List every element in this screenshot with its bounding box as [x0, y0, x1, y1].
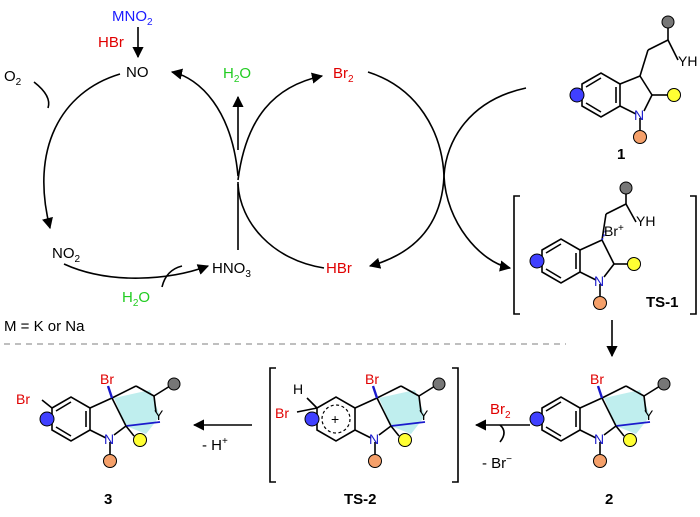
ts2-br-ring-label: Br [275, 405, 289, 421]
substrate-entry-arc [443, 87, 527, 177]
h-byproduct-label: - H+ [202, 436, 228, 454]
ts2-structure: + H Br N Br Y [275, 371, 446, 468]
hno3-label: HNO3 [212, 260, 251, 280]
compound-2: N Br Y [529, 371, 671, 468]
c3-n-atom: N [104, 431, 114, 447]
compound-1: N YH [569, 15, 697, 144]
ts2-label: TS-2 [344, 491, 377, 508]
ts2-plus-sign: + [331, 411, 339, 427]
o2-entry-arrow [33, 81, 50, 109]
c2-y-label: Y [644, 407, 654, 423]
ts1-structure: N Br+ YH [529, 181, 655, 310]
arrow-to-ts1 [443, 175, 512, 272]
compound-3-label: 3 [104, 491, 112, 508]
o2-label: O2 [4, 68, 22, 88]
cycle-arrow-to-no [170, 68, 239, 177]
ts1-bracket-left [513, 195, 520, 315]
blue-ball-icon [569, 87, 585, 103]
ts2-bracket-left [269, 367, 276, 483]
cycle-arrow-from-hbr [237, 183, 325, 269]
ts1-br-label: Br+ [604, 223, 624, 239]
cycle-arrow-to-no2 [42, 73, 121, 230]
br-release-curve [499, 424, 505, 443]
c2-n-atom: N [594, 431, 604, 447]
h2o-entry-arrow [161, 265, 183, 288]
ts1-bracket-right [690, 195, 697, 315]
compound-2-label: 2 [605, 491, 613, 508]
h2o-top-label: H2O [223, 65, 251, 85]
compound-1-label: 1 [617, 146, 625, 163]
br2-reagent-label: Br2 [490, 401, 511, 421]
no-label: NO [126, 64, 149, 81]
ts2-y-label: Y [419, 407, 429, 423]
br2-top-label: Br2 [333, 65, 354, 85]
ts2-h-atom: H [293, 381, 303, 397]
ts2-br-label: Br [365, 371, 379, 387]
br-byproduct-label: - Br− [482, 454, 512, 472]
black-ball-icon [661, 15, 675, 29]
mno2-label: MNO2 [112, 8, 153, 28]
ts2-n-atom: N [369, 431, 379, 447]
legend-text: M = K or Na [4, 318, 85, 335]
ts2-bracket-right [452, 367, 459, 483]
compound-3: Br N Br Y [16, 371, 181, 468]
cycle-arrow-to-br2 [237, 72, 324, 181]
c3-br-label: Br [100, 371, 114, 387]
h2o-bottom-label: H2O [122, 289, 150, 309]
cycle-arrow-to-hbr [368, 175, 445, 269]
hbr-reagent-label: HBr [98, 34, 124, 51]
yh-label: YH [678, 53, 697, 69]
orange-ball-icon [633, 130, 647, 144]
cycle-arrow-to-hno3 [63, 263, 210, 279]
ts1-label: TS-1 [646, 294, 679, 311]
no2-label: NO2 [52, 245, 81, 265]
c3-y-label: Y [154, 407, 164, 423]
c3-br-ring-label: Br [16, 391, 30, 407]
ts1-n-atom: N [594, 273, 604, 289]
yellow-ball-icon [667, 88, 681, 102]
hbr-right-label: HBr [326, 260, 352, 277]
c2-br-label: Br [590, 371, 604, 387]
ts1-yh-label: YH [636, 213, 655, 229]
br2-consume-arc [367, 71, 445, 177]
n-atom: N [634, 107, 644, 123]
